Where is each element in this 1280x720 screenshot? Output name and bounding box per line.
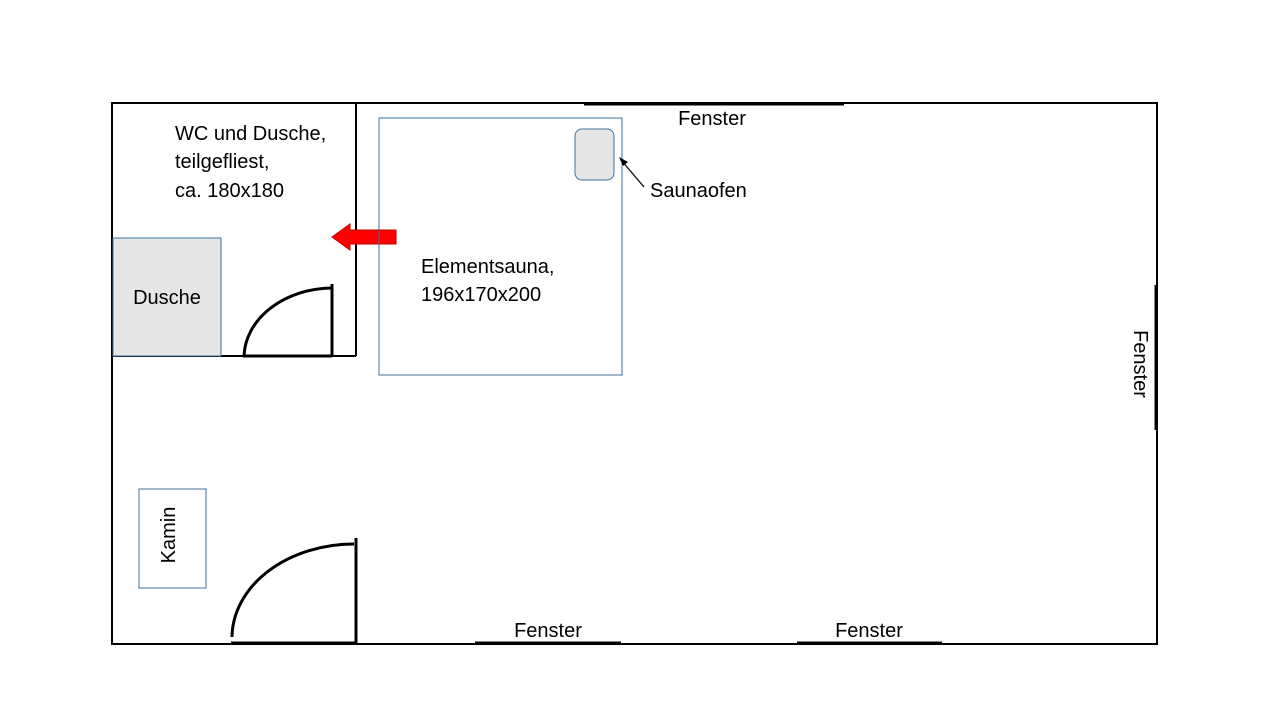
- shower-area: [112, 237, 222, 357]
- shower-label: Dusche: [133, 287, 201, 309]
- sauna-cabin: [378, 117, 623, 376]
- window-bottom-right-label: Fenster: [835, 620, 903, 642]
- sauna-label-line2: 196x170x200: [421, 284, 541, 306]
- wc-door-swing-arc: [242, 286, 333, 357]
- wc-label-line1: WC und Dusche,: [175, 123, 326, 145]
- entrance-door: [230, 538, 358, 645]
- sauna-label-line1: Elementsauna,: [421, 256, 554, 278]
- window-top-label: Fenster: [678, 108, 746, 130]
- fireplace-label: Kamin: [158, 507, 180, 564]
- wc-label-line2: teilgefliest,: [175, 151, 270, 173]
- wc-label-line3: ca. 180x180: [175, 180, 284, 202]
- fireplace: [138, 488, 207, 589]
- oven-label: Saunaofen: [650, 180, 747, 202]
- oven-pointer-head: [619, 157, 628, 166]
- wc-door: [242, 284, 334, 358]
- sauna-oven: [574, 128, 615, 181]
- red-arrow-left: [331, 223, 397, 251]
- window-right-label: Fenster: [1129, 330, 1151, 398]
- entrance-door-swing-arc: [230, 542, 355, 638]
- window-bottom-left-label: Fenster: [514, 620, 582, 642]
